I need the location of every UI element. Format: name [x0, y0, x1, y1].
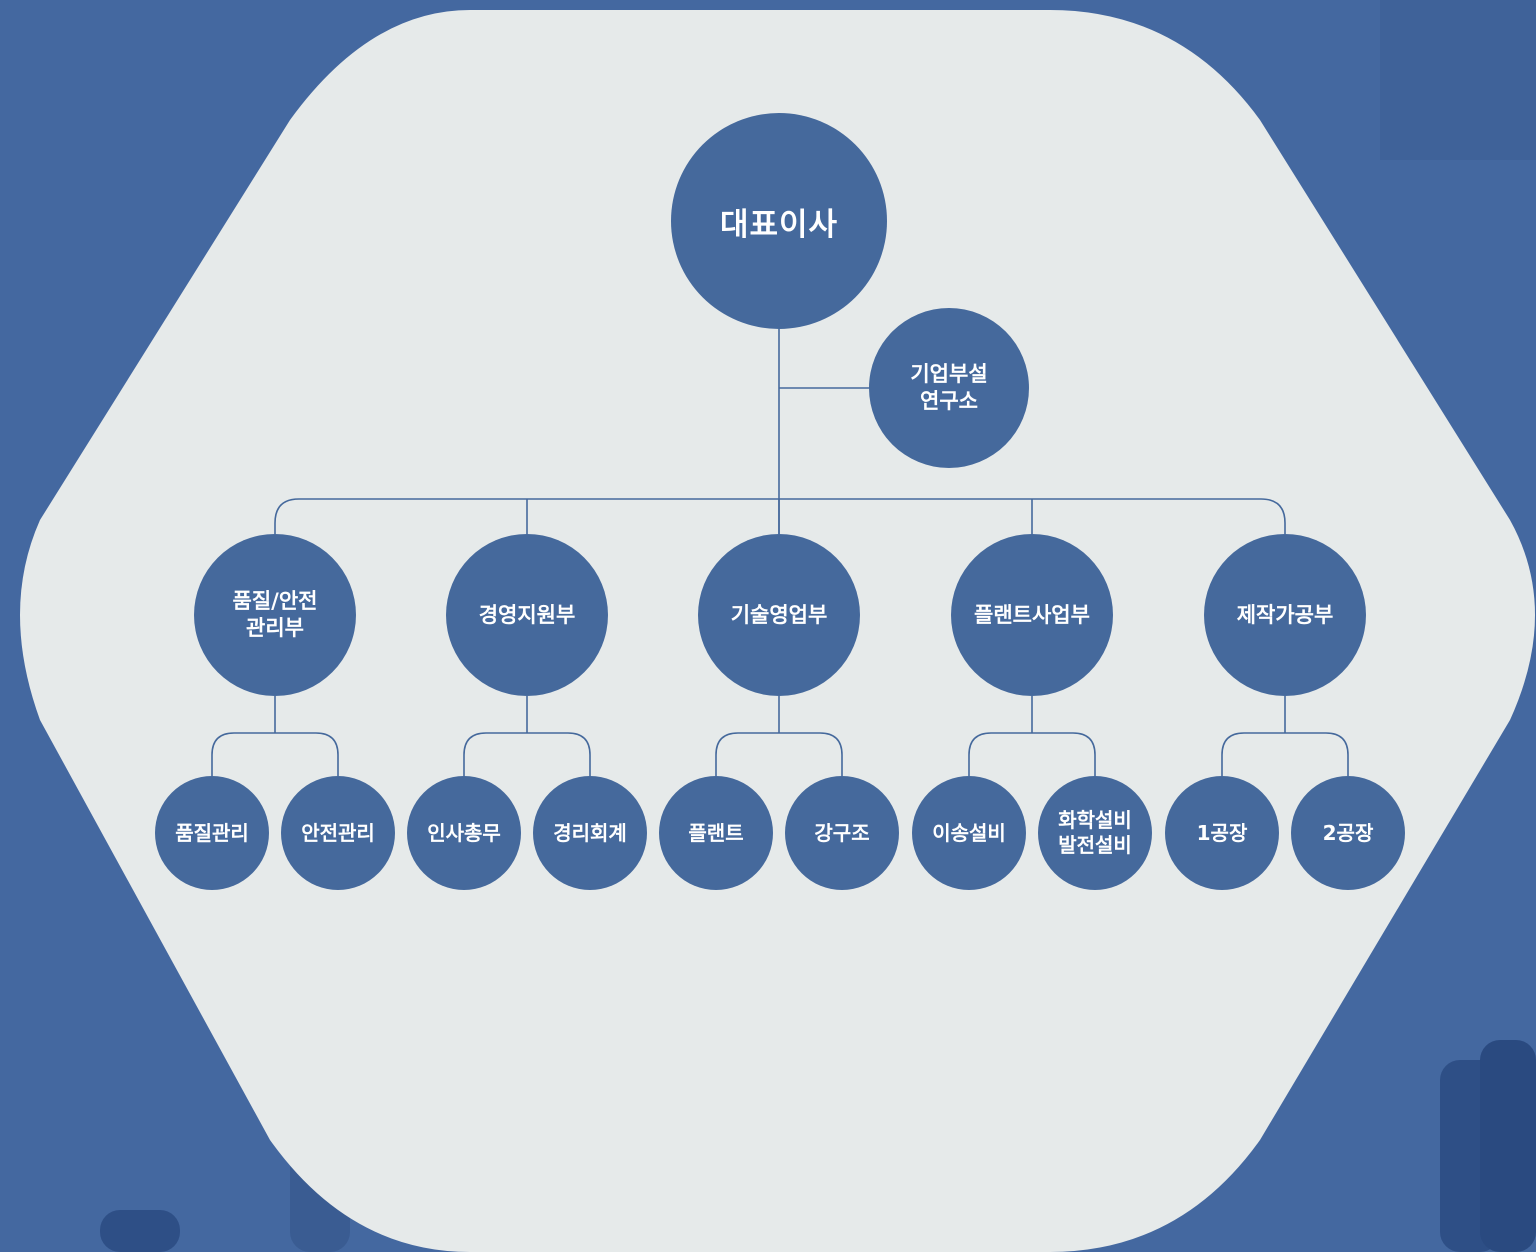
team-label: 플랜트 — [688, 820, 744, 845]
connector-team-bus — [715, 732, 843, 776]
team-label: 안전관리 — [301, 820, 375, 845]
node-research-lab-label: 기업부설 연구소 — [910, 362, 988, 413]
node-ceo-label: 대표이사 — [719, 206, 839, 243]
background-figure — [100, 1210, 180, 1252]
background-figure — [1480, 1040, 1536, 1252]
dept-label: 기술영업부 — [730, 602, 828, 627]
node-dept-quality-safety[interactable]: 품질/안전 관리부 — [194, 534, 356, 696]
node-team-quality-control[interactable]: 품질관리 — [155, 776, 269, 890]
node-dept-technical-sales[interactable]: 기술영업부 — [698, 534, 860, 696]
node-team-factory-2[interactable]: 2공장 — [1291, 776, 1405, 890]
node-research-lab[interactable]: 기업부설 연구소 — [869, 308, 1029, 468]
background-shape — [1380, 0, 1536, 160]
connector-team-bus — [211, 732, 339, 776]
connector-team-bus — [968, 732, 1096, 776]
connector-team-bus — [1221, 732, 1349, 776]
dept-label: 경영지원부 — [478, 602, 576, 627]
team-label: 품질관리 — [175, 820, 249, 845]
team-label: 2공장 — [1322, 820, 1374, 845]
node-team-chemical-power-equipment[interactable]: 화학설비 발전설비 — [1038, 776, 1152, 890]
dept-label: 제작가공부 — [1236, 602, 1334, 627]
node-dept-fabrication[interactable]: 제작가공부 — [1204, 534, 1366, 696]
connector-dept-bus — [274, 498, 1286, 534]
team-label: 화학설비 발전설비 — [1058, 808, 1132, 857]
team-label: 1공장 — [1196, 820, 1248, 845]
team-label: 인사총무 — [427, 820, 501, 845]
node-team-accounting[interactable]: 경리회계 — [533, 776, 647, 890]
node-dept-plant-business[interactable]: 플랜트사업부 — [951, 534, 1113, 696]
dept-label: 플랜트사업부 — [974, 602, 1090, 627]
node-team-transport-equipment[interactable]: 이송설비 — [912, 776, 1026, 890]
node-ceo[interactable]: 대표이사 — [671, 113, 887, 329]
node-dept-management-support[interactable]: 경영지원부 — [446, 534, 608, 696]
node-team-hr-general-affairs[interactable]: 인사총무 — [407, 776, 521, 890]
dept-label: 품질/안전 관리부 — [232, 589, 318, 640]
node-team-steel-structure[interactable]: 강구조 — [785, 776, 899, 890]
node-team-plant[interactable]: 플랜트 — [659, 776, 773, 890]
node-team-factory-1[interactable]: 1공장 — [1165, 776, 1279, 890]
node-team-safety-management[interactable]: 안전관리 — [281, 776, 395, 890]
team-label: 경리회계 — [553, 820, 627, 845]
team-label: 강구조 — [814, 820, 870, 845]
connector-team-bus — [463, 732, 591, 776]
connector-lines — [211, 329, 1349, 776]
team-label: 이송설비 — [932, 820, 1006, 845]
